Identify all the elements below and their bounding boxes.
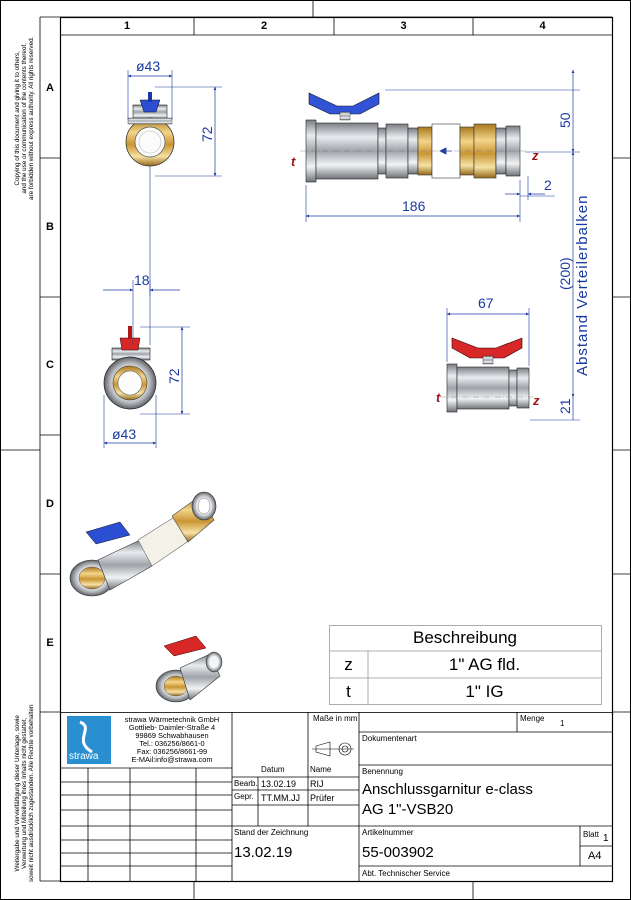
format-value: A4 <box>588 850 602 862</box>
datum-label: Datum <box>261 765 285 774</box>
mark-z-main: z <box>532 148 539 163</box>
valve-3d-render <box>155 635 223 703</box>
blatt-label: Blatt <box>583 830 600 839</box>
dokumentenart-label: Dokumentenart <box>362 734 417 743</box>
benennung-label: Benennung <box>362 767 403 776</box>
dim-main-length: 186 <box>402 198 426 214</box>
gepr-date: TT.MM.JJ <box>261 793 300 803</box>
menge-value: 1 <box>560 719 565 728</box>
name-label: Name <box>310 765 332 774</box>
projection-symbol <box>312 741 354 757</box>
artikel-value: 55-003902 <box>362 844 434 861</box>
zone-row-E: E <box>46 637 54 649</box>
mark-t-main: t <box>291 154 296 169</box>
description-key-z: z <box>344 655 353 674</box>
zone-col-4: 4 <box>539 20 546 32</box>
menge-label: Menge <box>520 714 545 723</box>
dim-top-height: 72 <box>199 126 215 142</box>
dim-side-label: Abstand Verteilerbalken <box>574 194 591 376</box>
dim-mid-width: 18 <box>134 272 150 288</box>
title-line-1: Anschlussgarnitur e-class <box>362 781 533 798</box>
blatt-value: 1 <box>603 833 609 844</box>
stand-value: 13.02.19 <box>234 844 293 861</box>
mark-z-small: z <box>533 393 540 408</box>
dim-main-offset: 2 <box>544 177 552 193</box>
dim-small-width: 67 <box>478 295 494 311</box>
copyright-notice-de: Weitergabe und Vervielfältigung dieser U… <box>14 704 35 882</box>
units-label: Maße in mm <box>313 714 358 723</box>
gepr-label: Gepr. <box>234 792 254 801</box>
mark-t-small: t <box>436 390 441 405</box>
bearb-name: RIJ <box>310 779 324 789</box>
company-address: strawa Wärmetechnik GmbH Gottlieb- Daiml… <box>124 715 220 764</box>
dim-top-diameter: ø43 <box>136 58 161 74</box>
gepr-name: Prüfer <box>310 793 335 803</box>
zone-col-3: 3 <box>400 20 407 32</box>
stand-label: Stand der Zeichnung <box>234 828 309 837</box>
artikel-label: Artikelnummer <box>362 828 414 837</box>
description-header: Beschreibung <box>413 628 517 647</box>
valve-front-view-red <box>103 326 157 410</box>
dim-side-height: (200) <box>557 257 573 290</box>
zone-row-B: B <box>46 221 54 233</box>
strawa-logo <box>67 716 111 764</box>
dim-mid-height: 72 <box>166 368 182 384</box>
zone-row-C: C <box>46 359 54 371</box>
logo-text: strawa <box>69 751 99 762</box>
valve-front-view-blue <box>125 92 175 167</box>
zone-row-D: D <box>46 498 54 510</box>
zone-col-1: 1 <box>123 20 131 32</box>
description-value-z: 1" AG fld. <box>448 655 521 674</box>
title-line-2: AG 1"-VSB20 <box>362 801 454 818</box>
abt-label: Abt. Technischer Service <box>362 869 450 878</box>
bearb-date: 13.02.19 <box>261 779 297 789</box>
copyright-notice-en: Copying of this document and giving it t… <box>14 36 35 200</box>
valve-side-view-red <box>440 337 535 413</box>
assembly-3d-render <box>69 491 217 597</box>
bearb-label: Bearb. <box>234 779 258 788</box>
zone-row-A: A <box>46 82 54 94</box>
assembly-side-view <box>300 92 528 183</box>
dim-mid-diameter: ø43 <box>112 426 137 442</box>
description-key-t: t <box>346 682 351 701</box>
zone-col-2: 2 <box>260 20 268 32</box>
dim-small-height: 21 <box>557 398 573 414</box>
dim-main-height: 50 <box>557 112 573 128</box>
description-value-t: 1" IG <box>465 682 504 701</box>
